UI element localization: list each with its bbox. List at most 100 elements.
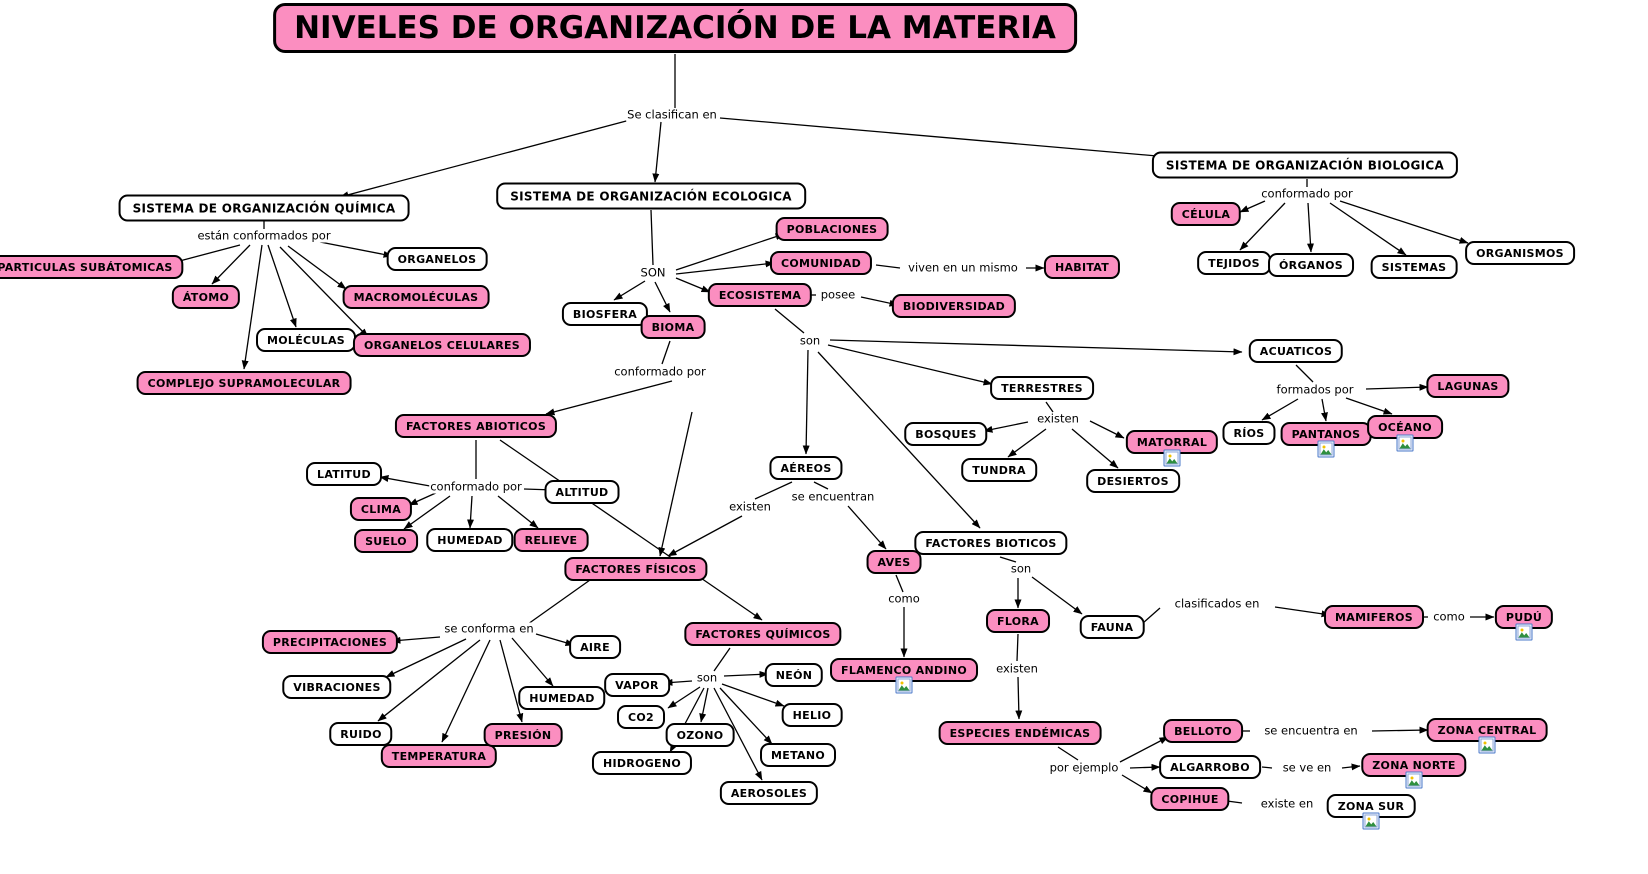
node-titulo[interactable]: NIVELES DE ORGANIZACIÓN DE LA MATERIA — [273, 3, 1077, 53]
node-vapor[interactable]: VAPOR — [604, 673, 670, 697]
edge-lbl_son_eco2-to-aereos — [802, 349, 810, 455]
edge-lbl_conformado_bio-to-tejidos — [1239, 202, 1286, 251]
node-suelo[interactable]: SUELO — [354, 529, 418, 553]
node-bioma[interactable]: BIOMA — [640, 315, 706, 339]
edge-lbl_conformado_bioma-to-factores_abioticos — [545, 380, 673, 416]
node-factores_fisicos[interactable]: FACTORES FÍSICOS — [564, 557, 708, 581]
node-rios[interactable]: RÍOS — [1222, 421, 1276, 445]
node-precipitaciones[interactable]: PRECIPITACIONES — [261, 630, 399, 654]
node-altitud[interactable]: ALTITUD — [544, 480, 620, 504]
node-co2[interactable]: CO2 — [617, 705, 665, 729]
node-flora[interactable]: FLORA — [986, 609, 1050, 633]
node-desiertos[interactable]: DESIERTOS — [1086, 469, 1180, 493]
node-algarrobo[interactable]: ALGARROBO — [1159, 755, 1261, 779]
node-organismos[interactable]: ORGANISMOS — [1465, 241, 1575, 265]
node-comunidad[interactable]: COMUNIDAD — [769, 251, 873, 275]
edge-lbl_formados_por-to-rios — [1261, 398, 1299, 421]
pudu-image-icon[interactable] — [1515, 623, 1533, 641]
node-especies[interactable]: ESPECIES ENDÉMICAS — [938, 721, 1102, 745]
edge-lbl_por_ejemplo-to-algarrobo — [1129, 763, 1161, 771]
node-humedad_ab[interactable]: HUMEDAD — [426, 528, 514, 552]
node-aerosoles[interactable]: AEROSOLES — [719, 781, 819, 805]
edge-lbl_clasifican-to-sis_ecologica — [652, 121, 662, 183]
link-label-lbl_como_mam: como — [1432, 609, 1466, 624]
node-organelos[interactable]: ORGANELOS — [386, 247, 488, 271]
edge-lbl_existen_terr-to-bosques — [983, 421, 1029, 433]
node-presion[interactable]: PRESIÓN — [483, 723, 563, 747]
node-terrestres[interactable]: TERRESTRES — [990, 376, 1094, 400]
node-acuaticos[interactable]: ACUATICOS — [1248, 339, 1344, 363]
node-vibraciones[interactable]: VIBRACIONES — [282, 675, 392, 699]
node-aire[interactable]: AIRE — [569, 635, 621, 659]
matorral-image-icon[interactable] — [1163, 449, 1181, 467]
node-belloto[interactable]: BELLOTO — [1163, 719, 1243, 743]
node-bosques[interactable]: BOSQUES — [904, 422, 988, 446]
edge-lbl_son_quim-to-helio — [721, 683, 785, 707]
edge-lbl_existen_flora-to-especies — [1015, 676, 1023, 720]
link-label-lbl_son_eco2: son — [798, 333, 822, 348]
link-label-lbl_conformado_bioma: conformado por — [613, 364, 707, 379]
link-label-lbl_se_encuentran: se encuentran — [790, 489, 876, 504]
node-temperatura[interactable]: TEMPERATURA — [380, 744, 498, 768]
node-sistemas[interactable]: SISTEMAS — [1370, 255, 1458, 279]
node-sis_ecologica[interactable]: SISTEMA DE ORGANIZACIÓN ECOLOGICA — [496, 182, 806, 210]
node-clima[interactable]: CLIMA — [349, 497, 413, 521]
node-sis_quimica[interactable]: SISTEMA DE ORGANIZACIÓN QUÍMICA — [118, 194, 410, 222]
node-macromoleculas[interactable]: MACROMOLÉCULAS — [342, 285, 490, 309]
node-neon[interactable]: NEÓN — [764, 663, 824, 687]
edge-lbl_existen_terr-to-matorral — [1089, 420, 1125, 439]
node-factores_quimicos[interactable]: FACTORES QUÍMICOS — [684, 622, 842, 646]
edge-lbl_conformados_quimica-to-moleculas — [267, 244, 297, 328]
zona-sur-image-icon[interactable] — [1362, 812, 1380, 830]
node-ozono[interactable]: OZONO — [665, 723, 735, 747]
edge-terrestres-to-lbl_existen_terr — [1045, 401, 1054, 413]
node-ecosistema[interactable]: ECOSISTEMA — [707, 283, 813, 307]
node-humedad_fis[interactable]: HUMEDAD — [518, 686, 606, 710]
node-poblaciones[interactable]: POBLACIONES — [775, 217, 889, 241]
oceano-image-icon[interactable] — [1396, 434, 1414, 452]
node-fauna[interactable]: FAUNA — [1079, 615, 1145, 639]
node-organos[interactable]: ÓRGANOS — [1268, 253, 1354, 277]
node-hidrogeno[interactable]: HIDROGENO — [591, 751, 693, 775]
zona-central-image-icon[interactable] — [1478, 736, 1496, 754]
node-factores_abioticos[interactable]: FACTORES ABIOTICOS — [394, 414, 558, 438]
node-mamiferos[interactable]: MAMIFEROS — [1324, 605, 1424, 629]
edge-sis_ecologica-to-lbl_son_eco — [650, 209, 654, 266]
node-ruido[interactable]: RUIDO — [329, 722, 393, 746]
node-factores_bioticos[interactable]: FACTORES BIOTICOS — [914, 531, 1068, 555]
node-tundra[interactable]: TUNDRA — [961, 458, 1037, 482]
node-relieve[interactable]: RELIEVE — [513, 528, 589, 552]
node-helio[interactable]: HELIO — [781, 703, 843, 727]
node-aereos[interactable]: AÉREOS — [769, 456, 843, 480]
node-tejidos[interactable]: TEJIDOS — [1197, 251, 1271, 275]
node-organelos_cel[interactable]: ORGANELOS CELULARES — [352, 333, 532, 357]
edge-algarrobo-to-lbl_se_ve_en — [1261, 766, 1273, 769]
edge-comunidad-to-lbl_viven — [875, 264, 901, 269]
edge-lbl_clasifican-to-sis_biologica — [719, 117, 1181, 161]
node-copihue[interactable]: COPIHUE — [1150, 787, 1230, 811]
edge-lbl_conformado_abio-to-relieve — [497, 495, 539, 529]
edge-lbl_se_conforma-to-temperatura — [441, 639, 491, 743]
edge-aereos-to-lbl_existen_aereos — [754, 481, 793, 500]
node-latitud[interactable]: LATITUD — [306, 462, 382, 486]
node-complejo[interactable]: COMPLEJO SUPRAMOLECULAR — [136, 371, 352, 395]
node-atomo[interactable]: ÁTOMO — [171, 285, 241, 309]
node-biodiversidad[interactable]: BIODIVERSIDAD — [891, 294, 1017, 318]
node-sis_biologica[interactable]: SISTEMA DE ORGANIZACIÓN BIOLOGICA — [1151, 151, 1459, 179]
node-aves[interactable]: AVES — [866, 550, 922, 574]
node-celula[interactable]: CÉLULA — [1170, 202, 1242, 226]
node-metano[interactable]: METANO — [760, 743, 836, 767]
node-moleculas[interactable]: MOLÉCULAS — [256, 328, 356, 352]
zona-norte-image-icon[interactable] — [1405, 771, 1423, 789]
edge-fauna-to-lbl_clasificados — [1142, 607, 1161, 624]
pantanos-image-icon[interactable] — [1317, 440, 1335, 458]
edge-lbl_son_eco-to-ecosistema — [675, 277, 711, 293]
flamenco-image-icon[interactable] — [895, 676, 913, 694]
link-label-lbl_son_quim: son — [695, 670, 719, 685]
node-particulas[interactable]: PARTICULAS SUBÁTOMICAS — [0, 255, 184, 279]
edge-lbl_conformado_bio-to-sistemas — [1329, 202, 1407, 256]
node-habitat[interactable]: HABITAT — [1043, 255, 1121, 279]
edge-lbl_conformados_quimica-to-organelos — [319, 241, 393, 258]
node-biosfera[interactable]: BIOSFERA — [561, 302, 649, 326]
node-lagunas[interactable]: LAGUNAS — [1426, 374, 1510, 398]
